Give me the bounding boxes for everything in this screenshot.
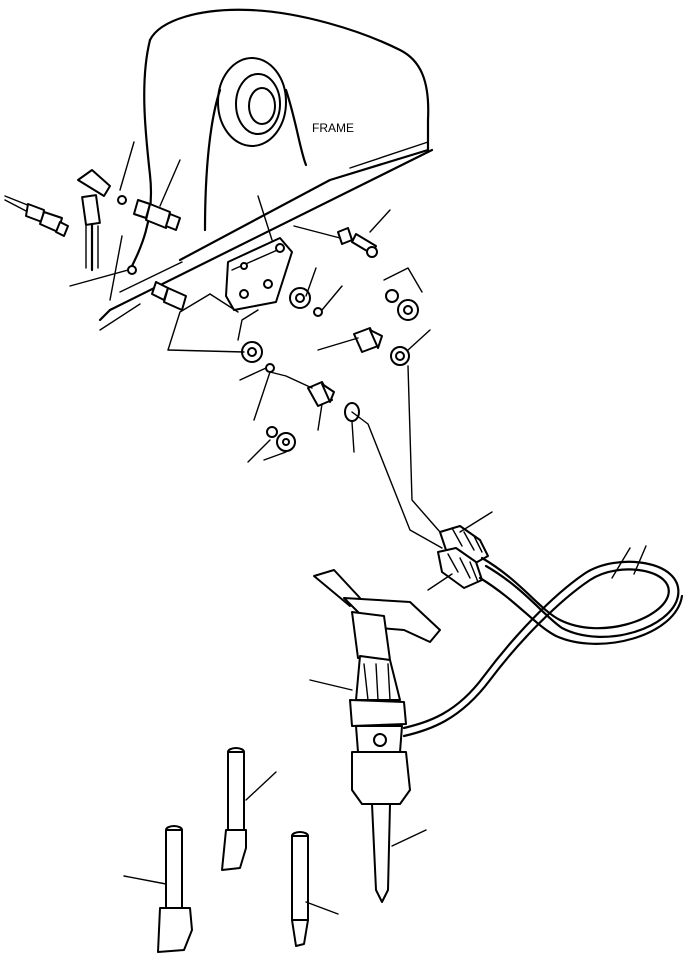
bolt-and-washer (337, 227, 378, 258)
middle-nuts (241, 341, 360, 452)
adapter-fitting-upper (117, 195, 181, 231)
leader-lines (69, 141, 443, 549)
frame-outline (98, 8, 434, 322)
hose-end-fitting (4, 195, 69, 237)
union-fitting-right (353, 327, 410, 366)
mounting-plate (225, 237, 293, 311)
frame-label: FRAME (312, 121, 354, 135)
chisel-tool-3 (291, 831, 339, 947)
chisel-tool-1 (221, 747, 277, 871)
hydraulic-hoses (402, 545, 684, 738)
chisel-tool-2 (123, 825, 193, 953)
upper-nuts (289, 287, 419, 321)
hydraulic-breaker (309, 569, 441, 903)
elbow-fitting (77, 169, 111, 272)
quick-couplers (427, 511, 493, 591)
adapter-fitting-lower (127, 265, 187, 311)
